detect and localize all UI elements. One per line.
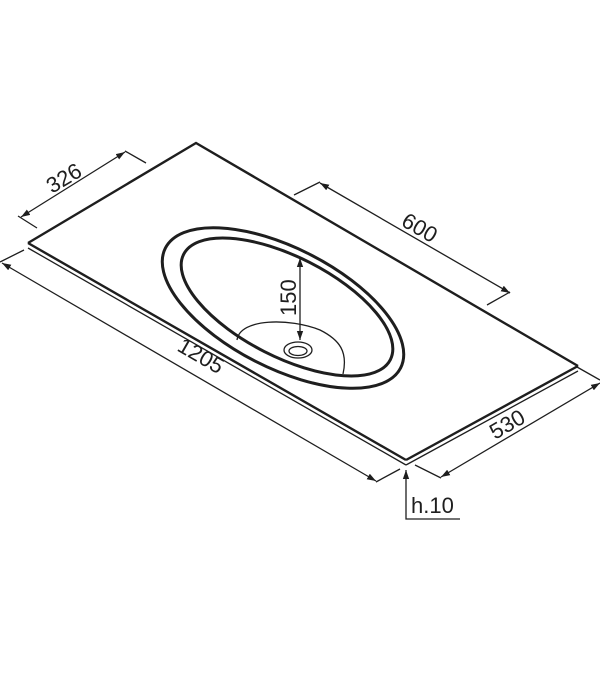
- dimension-326: 326: [17, 150, 147, 229]
- dimension-530: 530: [414, 366, 600, 479]
- dimension-label-326: 326: [42, 158, 86, 198]
- dimension-thickness: h.10: [402, 470, 460, 520]
- dimension-label-150: 150: [276, 279, 301, 316]
- dimension-label-h10: h.10: [411, 493, 454, 518]
- dimension-1205: 1205: [0, 249, 401, 483]
- dimension-150: 150: [276, 258, 304, 340]
- drain-inner: [288, 345, 308, 357]
- dimension-label-530: 530: [485, 404, 529, 444]
- dimension-600: 600: [293, 181, 511, 306]
- dimension-label-600: 600: [398, 208, 442, 248]
